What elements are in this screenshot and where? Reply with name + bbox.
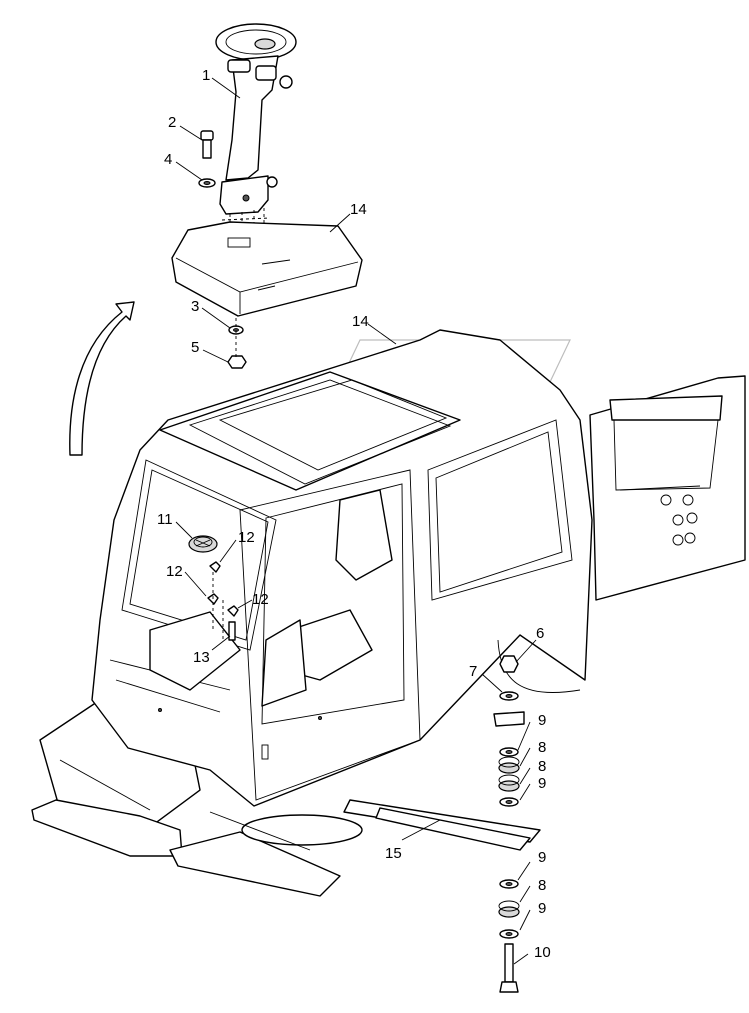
callout-12-a: 12: [238, 529, 255, 546]
callout-3: 3: [191, 298, 199, 315]
damper-8a: [498, 756, 520, 774]
callout-13: 13: [193, 649, 210, 666]
callout-8-a: 8: [538, 739, 546, 756]
bolt-10: [499, 943, 519, 993]
damper-8b: [498, 774, 520, 792]
callout-8-b: 8: [538, 758, 546, 775]
bolt-2: [200, 130, 214, 159]
washer-9d: [499, 929, 519, 939]
callout-11: 11: [157, 511, 173, 528]
damper-8c: [498, 900, 520, 918]
callout-1: 1: [202, 67, 210, 84]
rotation-arrow: [69, 301, 135, 456]
callout-15: 15: [385, 845, 402, 862]
washer-9b: [499, 797, 519, 807]
steering-column: [215, 23, 297, 250]
part-11-cap: [188, 535, 218, 553]
callout-2: 2: [168, 114, 176, 131]
callout-9-b: 9: [538, 775, 546, 792]
callout-5: 5: [191, 339, 199, 356]
callout-8-c: 8: [538, 877, 546, 894]
callout-9-c: 9: [538, 849, 546, 866]
rear-frame: [589, 375, 746, 601]
leader-lines: [175, 77, 537, 965]
callout-9-a: 9: [538, 712, 546, 729]
callout-12-b: 12: [166, 563, 183, 580]
fastener-12c: [227, 605, 239, 617]
fastener-12a: [209, 561, 221, 573]
callout-labels: 1 2 4 14 3 5 14 11 12 12 12 13 6 7 9 8 8…: [157, 67, 551, 961]
nut-6: [499, 655, 519, 673]
callout-9-d: 9: [538, 900, 546, 917]
callout-14-upper: 14: [350, 201, 367, 218]
callout-14-lower: 14: [352, 313, 369, 330]
callout-6: 6: [536, 625, 544, 642]
washer-4: [198, 178, 216, 188]
floor-plate: [171, 221, 363, 317]
mount-bracket: [493, 639, 581, 727]
washer-7: [499, 691, 519, 701]
cab-body: [91, 329, 593, 807]
callout-7: 7: [469, 663, 477, 680]
callout-4: 4: [164, 151, 172, 168]
callout-10: 10: [534, 944, 551, 961]
bolt-13: [228, 621, 236, 641]
nut-5: [227, 355, 247, 369]
support-bracket-15: [375, 807, 531, 851]
washer-9a: [499, 747, 519, 757]
washer-9c: [499, 879, 519, 889]
callout-12-c: 12: [252, 591, 269, 608]
